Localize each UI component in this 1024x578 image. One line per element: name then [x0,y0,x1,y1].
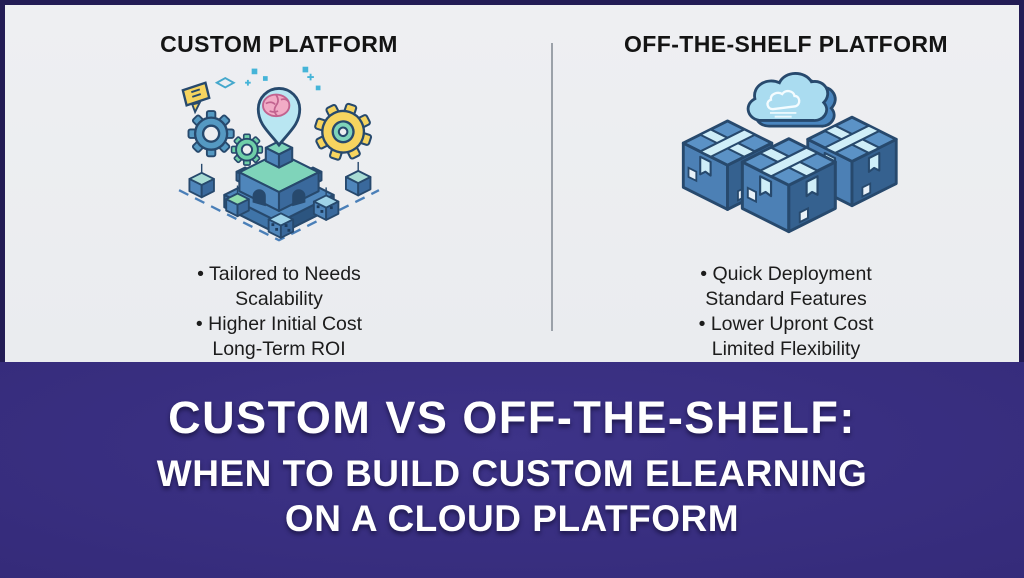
bullet-line: Limited Flexibility [711,338,861,360]
dice-icon [267,212,295,239]
off-the-shelf-illustration [681,72,898,234]
column-off-the-shelf: OFF-THE-SHELF PLATFORM [553,5,1019,362]
sparkle-dots [245,66,321,91]
bullet-line: • Quick Deployment [700,263,872,285]
bullet-line: Standard Features [705,288,867,310]
column-title-custom: CUSTOM PLATFORM [160,31,398,57]
cube-icon [225,185,250,218]
cloud-icon [746,72,837,128]
bullet-line: • Tailored to Needs [197,263,361,285]
title-banner: CUSTOM VS OFF-THE-SHELF: WHEN TO BUILD C… [0,362,1024,578]
custom-platform-illustration [178,66,380,242]
banner-title-line-1: CUSTOM VS OFF-THE-SHELF: [168,392,856,443]
gear-icon [314,102,373,161]
comparison-panel: CUSTOM PLATFORM [5,5,1019,362]
column-divider [551,43,553,331]
cube-icon [345,161,372,197]
bullet-line: Scalability [235,288,323,310]
dice-icon [312,187,340,221]
rhombus-outline-icon [214,76,236,89]
bullet-line: Long-Term ROI [212,338,346,360]
bullet-line: • Higher Initial Cost [195,313,363,335]
brain-pin-icon [256,86,302,148]
bullet-line: • Lower Upront Cost [698,313,874,335]
banner-title-line-2: WHEN TO BUILD CUSTOM ELEARNING [156,453,868,494]
speech-bubble-icon [181,81,211,115]
gear-icon [230,133,264,166]
dashed-ground-line [178,189,380,242]
gear-icon [187,110,235,158]
column-title-off-the-shelf: OFF-THE-SHELF PLATFORM [624,31,948,57]
column-custom-platform: CUSTOM PLATFORM [5,5,553,362]
banner-title-line-3: ON A CLOUD PLATFORM [284,498,740,539]
cube-icon [188,163,215,199]
